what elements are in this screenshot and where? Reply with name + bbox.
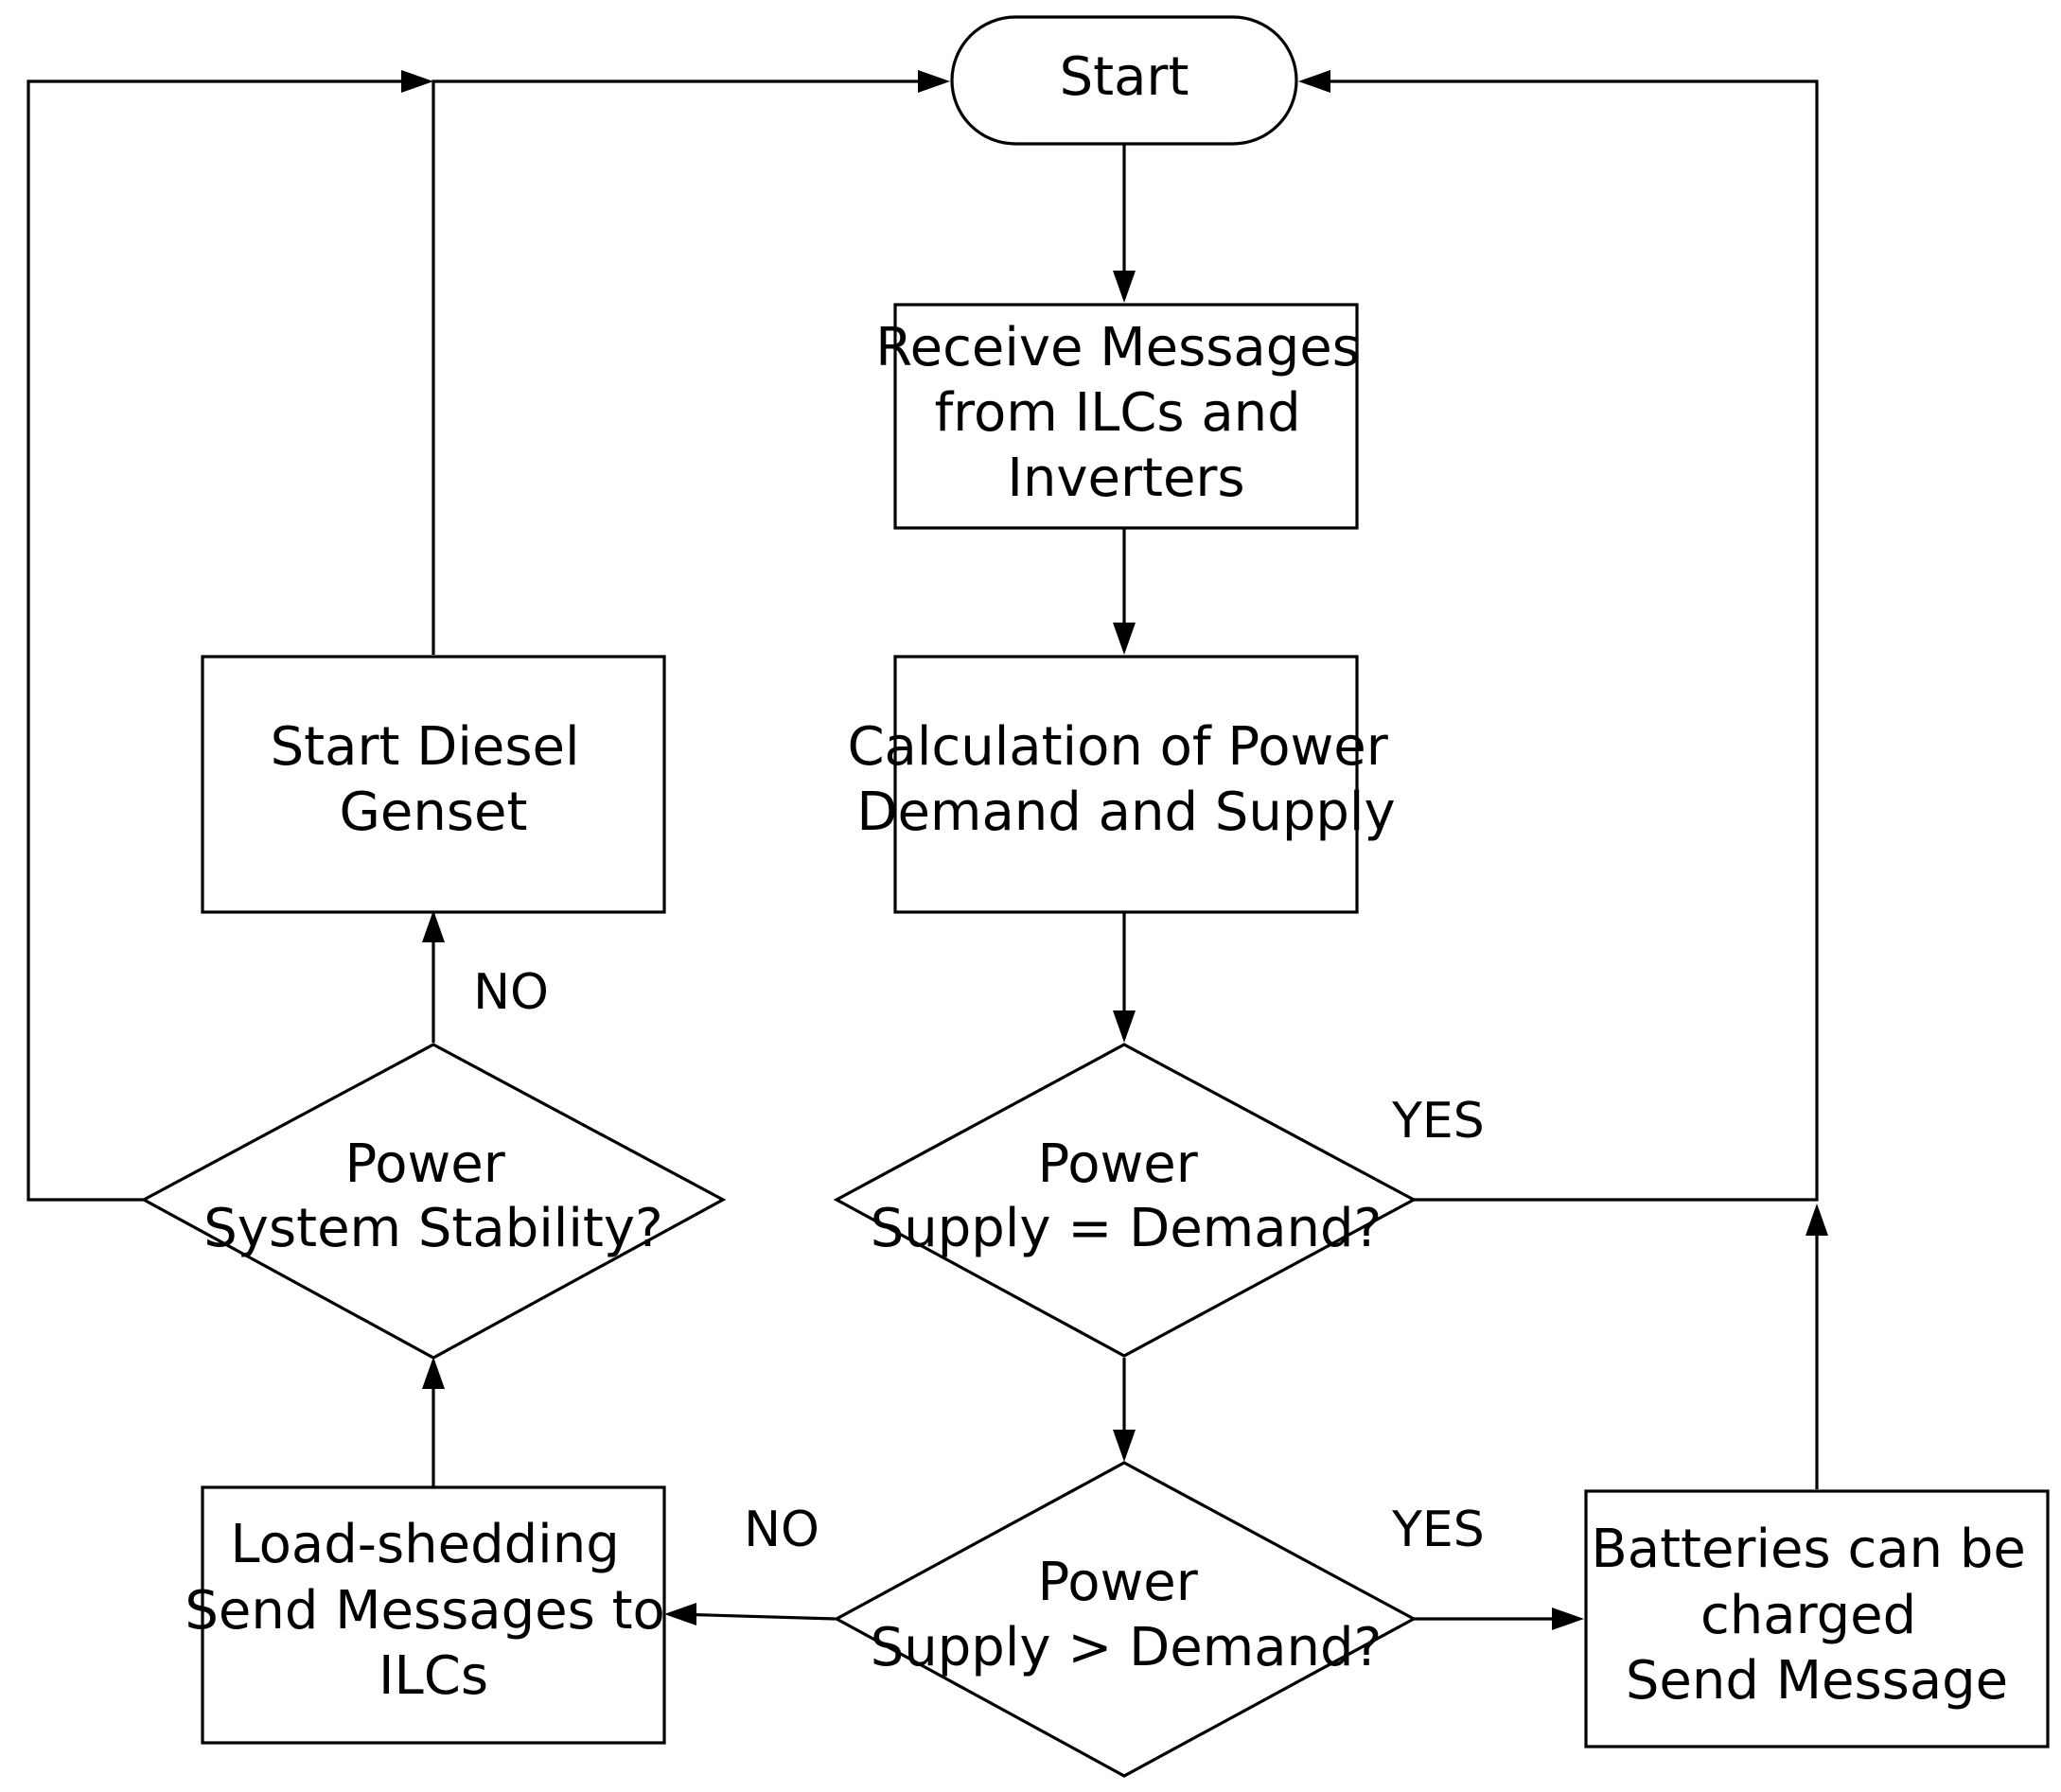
svg-text:Receive Messages from IL: Receive Messages from ILCs and Inverters [875,317,1376,509]
loadshed-label-line-1: Load-shedding [230,1514,619,1575]
supply-greater-demand-decision: Power Supply > Demand? [833,1461,1418,1778]
start-node: Start [950,15,1298,146]
calc-label-line-2: Demand and Supply [856,782,1395,843]
svg-text:Load-shedding Send Messa: Load-shedding Send Messages to ILCs [185,1514,681,1707]
arrowhead-into-start-right [1298,70,1330,93]
svg-text:Power Supply > Demand?: Power Supply > Demand? [871,1552,1383,1678]
receive-label-line-3: Inverters [1007,448,1244,509]
arrowhead-left-loop-merge [401,70,433,93]
system-stability-decision: Power System Stability? [140,1043,727,1360]
supply-gt-label-line-2: Supply > Demand? [871,1617,1383,1678]
svg-text:Start Diesel Genset: Start Diesel Genset [271,716,597,843]
arrowhead-into-diesel [422,910,445,942]
start-diesel-genset-node: Start Diesel Genset [201,655,666,914]
batteries-label-line-2: charged [1700,1585,1916,1646]
arrowhead-into-supply-gt [1113,1430,1136,1462]
receive-label-line-1: Receive Messages [875,317,1360,378]
edge-supply-gt-no-to-loadshed [675,1612,837,1621]
supply-equals-demand-decision: Power Supply = Demand? [833,1043,1418,1358]
arrowhead-up-to-junction [1806,1203,1828,1236]
loadshed-label-line-2: Send Messages to [185,1580,664,1642]
batteries-label-line-3: Send Message [1626,1650,2008,1712]
svg-text:Power Supply = Demand?: Power Supply = Demand? [871,1133,1383,1259]
arrowhead-into-batteries [1552,1608,1584,1630]
batteries-node: Batteries can be charged Send Message [1584,1489,2050,1748]
supply-eq-label-line-1: Power [1037,1133,1198,1195]
arrowhead-into-calc [1113,623,1136,655]
load-shedding-node: Load-shedding Send Messages to ILCs [185,1485,681,1745]
edge-label-supply-gt-yes: YES [1391,1502,1485,1558]
loadshed-label-line-3: ILCs [379,1645,488,1707]
edge-label-supply-eq-yes: YES [1391,1093,1485,1150]
svg-text:Start: Start [1060,46,1189,108]
edge-label-stability-no: NO [473,964,549,1021]
svg-text:Power System Stability?: Power System Stability? [203,1133,663,1259]
stability-label-line-1: Power [344,1133,505,1195]
edges [26,79,1819,1621]
stability-label-line-2: System Stability? [203,1198,663,1259]
arrowhead-into-loadshed [664,1603,696,1625]
edge-diesel-to-start [432,79,944,655]
receive-messages-node: Receive Messages from ILCs and Inverters [875,303,1376,530]
supply-eq-label-line-2: Supply = Demand? [871,1198,1383,1259]
edge-label-supply-gt-no: NO [744,1502,819,1558]
receive-label-line-2: from ILCs and [934,382,1300,444]
start-label: Start [1060,46,1189,108]
calculation-node: Calculation of Power Demand and Supply [847,655,1404,914]
svg-text:Batteries can be charged: Batteries can be charged Send Message [1591,1519,2042,1712]
batteries-label-line-1: Batteries can be [1591,1519,2026,1580]
arrowhead-into-supply-eq [1113,1010,1136,1043]
diesel-label-line-2: Genset [340,782,528,843]
calc-label-line-1: Calculation of Power [847,716,1388,778]
arrowheads [401,70,1828,1630]
arrowhead-into-receive [1113,271,1136,303]
edge-stability-left-to-start [26,79,424,1202]
edge-supply-eq-yes-to-start [1315,79,1819,1202]
arrowhead-into-start-left [918,70,950,93]
svg-text:Calculation of Power Dem: Calculation of Power Demand and Supply [847,716,1404,843]
supply-gt-label-line-1: Power [1037,1552,1198,1613]
diesel-label-line-1: Start Diesel [271,716,580,778]
arrowhead-into-stability [422,1357,445,1389]
